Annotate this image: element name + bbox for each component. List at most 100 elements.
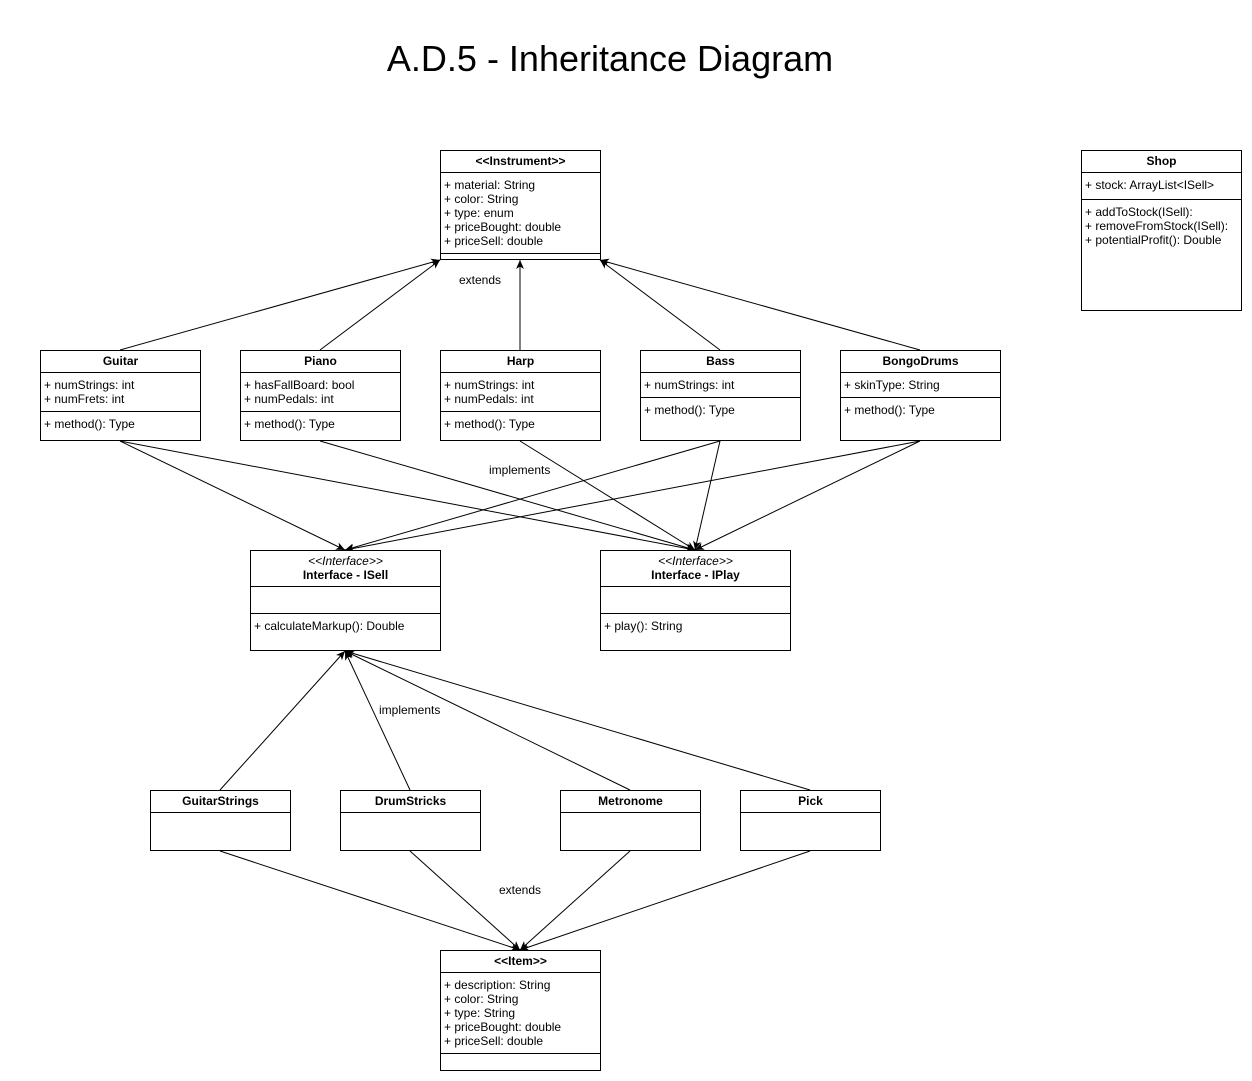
attributes-section: + numStrings: int + numFrets: int	[41, 373, 200, 412]
attribute: + type: String	[444, 1006, 516, 1020]
attributes-section: + hasFallBoard: bool + numPedals: int	[241, 373, 400, 412]
attribute: + numStrings: int	[644, 378, 735, 392]
class-metronome[interactable]: Metronome	[560, 790, 701, 851]
interface-header: <<Interface>> Interface - ISell	[251, 551, 440, 587]
implements-arrow-guitar-to-iplay	[119, 440, 696, 553]
class-name: DrumStricks	[341, 791, 480, 813]
class-shop[interactable]: Shop + stock: ArrayList<ISell> + addToSt…	[1081, 150, 1242, 311]
attributes-section: + description: String + color: String + …	[441, 973, 600, 1054]
methods-section: + calculateMarkup(): Double	[251, 614, 440, 638]
stereotype-label: <<Interface>>	[308, 554, 383, 568]
implements-arrow-guitarstrings-to-isell	[219, 650, 346, 791]
attributes-section: + numStrings: int	[641, 373, 800, 398]
attribute: + priceSell: double	[444, 234, 544, 248]
extends-arrow-bongodrums-to-instrument	[599, 258, 921, 351]
methods-section: + method(): Type	[641, 398, 800, 422]
attribute: + stock: ArrayList<ISell>	[1085, 178, 1215, 192]
class-name: BongoDrums	[841, 351, 1000, 373]
attribute: + numPedals: int	[444, 392, 534, 406]
class-instrument[interactable]: <<Instrument>> + material: String + colo…	[440, 150, 601, 260]
stereotype-label: <<Interface>>	[658, 554, 733, 568]
method: + potentialProfit(): Double	[1085, 233, 1222, 247]
attribute: + priceSell: double	[444, 1034, 544, 1048]
methods-section: + method(): Type	[41, 412, 200, 436]
class-pick[interactable]: Pick	[740, 790, 881, 851]
interface-header: <<Interface>> Interface - IPlay	[601, 551, 790, 587]
implements-arrow-piano-to-iplay	[319, 440, 696, 552]
attribute: + description: String	[444, 978, 551, 992]
class-drumstricks[interactable]: DrumStricks	[340, 790, 481, 851]
implements-label: implements	[377, 703, 443, 717]
implements-arrow-harp-to-iplay	[519, 440, 696, 551]
extends-arrow-bass-to-instrument	[599, 259, 721, 351]
method: + method(): Type	[844, 403, 935, 417]
attribute: + color: String	[444, 992, 519, 1006]
class-piano[interactable]: Piano + hasFallBoard: bool + numPedals: …	[240, 350, 401, 441]
attribute: + numStrings: int	[44, 378, 135, 392]
attribute: + color: String	[444, 192, 519, 206]
class-name: Bass	[641, 351, 800, 373]
method: + removeFromStock(ISell):	[1085, 219, 1229, 233]
extends-label: extends	[497, 883, 544, 897]
class-name: <<Item>>	[441, 951, 600, 973]
methods-section: + play(): String	[601, 614, 790, 638]
implements-arrow-drumstricks-to-isell	[344, 650, 411, 791]
attribute: + numPedals: int	[244, 392, 334, 406]
methods-section: + addToStock(ISell): + removeFromStock(I…	[1082, 200, 1241, 252]
method: + method(): Type	[644, 403, 735, 417]
methods-section: + method(): Type	[241, 412, 400, 436]
class-name: <<Instrument>>	[441, 151, 600, 173]
attributes-section: + skinType: String	[841, 373, 1000, 398]
method: + method(): Type	[44, 417, 135, 431]
implements-arrow-guitar-to-isell	[119, 440, 346, 551]
method: + addToStock(ISell):	[1085, 205, 1193, 219]
methods-section: + method(): Type	[841, 398, 1000, 422]
methods-section: + method(): Type	[441, 412, 600, 436]
method: + calculateMarkup(): Double	[254, 619, 405, 633]
method: + method(): Type	[444, 417, 535, 431]
implements-arrow-bongodrums-to-iplay	[694, 440, 921, 551]
method: + method(): Type	[244, 417, 335, 431]
methods-section	[441, 1054, 600, 1064]
implements-arrow-bass-to-iplay	[693, 440, 721, 551]
class-bongodrums[interactable]: BongoDrums + skinType: String + method()…	[840, 350, 1001, 441]
implements-arrow-metronome-to-isell	[344, 650, 631, 791]
class-name: Piano	[241, 351, 400, 373]
class-guitarstrings[interactable]: GuitarStrings	[150, 790, 291, 851]
class-name: Interface - IPlay	[651, 568, 740, 582]
class-name: Metronome	[561, 791, 700, 813]
attributes-section	[251, 587, 440, 614]
interface-isell[interactable]: <<Interface>> Interface - ISell + calcul…	[250, 550, 441, 651]
attribute: + skinType: String	[844, 378, 940, 392]
implements-label: implements	[487, 463, 553, 477]
attribute: + priceBought: double	[444, 1020, 562, 1034]
attributes-section: + stock: ArrayList<ISell>	[1082, 173, 1241, 200]
extends-arrow-drumstricks-to-item	[409, 850, 521, 951]
attribute: + type: enum	[444, 206, 514, 220]
method: + play(): String	[604, 619, 683, 633]
attribute: + priceBought: double	[444, 220, 562, 234]
extends-arrow-guitar-to-instrument	[119, 258, 441, 351]
attribute: + material: String	[444, 178, 536, 192]
attribute: + numStrings: int	[444, 378, 535, 392]
class-item[interactable]: <<Item>> + description: String + color: …	[440, 950, 601, 1071]
extends-label: extends	[457, 273, 504, 287]
class-name: Guitar	[41, 351, 200, 373]
extends-arrow-metronome-to-item	[519, 850, 631, 951]
implements-arrow-bass-to-isell	[344, 440, 721, 552]
class-harp[interactable]: Harp + numStrings: int + numPedals: int …	[440, 350, 601, 441]
class-name: GuitarStrings	[151, 791, 290, 813]
interface-iplay[interactable]: <<Interface>> Interface - IPlay + play()…	[600, 550, 791, 651]
attributes-section: + material: String + color: String + typ…	[441, 173, 600, 254]
extends-arrow-piano-to-instrument	[319, 259, 441, 351]
attributes-section: + numStrings: int + numPedals: int	[441, 373, 600, 412]
methods-section	[441, 254, 600, 264]
class-name: Shop	[1082, 151, 1241, 173]
class-bass[interactable]: Bass + numStrings: int + method(): Type	[640, 350, 801, 441]
class-name: Pick	[741, 791, 880, 813]
diagram-title: A.D.5 - Inheritance Diagram	[386, 38, 834, 79]
class-guitar[interactable]: Guitar + numStrings: int + numFrets: int…	[40, 350, 201, 441]
extends-arrow-guitarstrings-to-item	[219, 850, 521, 951]
implements-arrow-bongodrums-to-isell	[344, 440, 921, 553]
